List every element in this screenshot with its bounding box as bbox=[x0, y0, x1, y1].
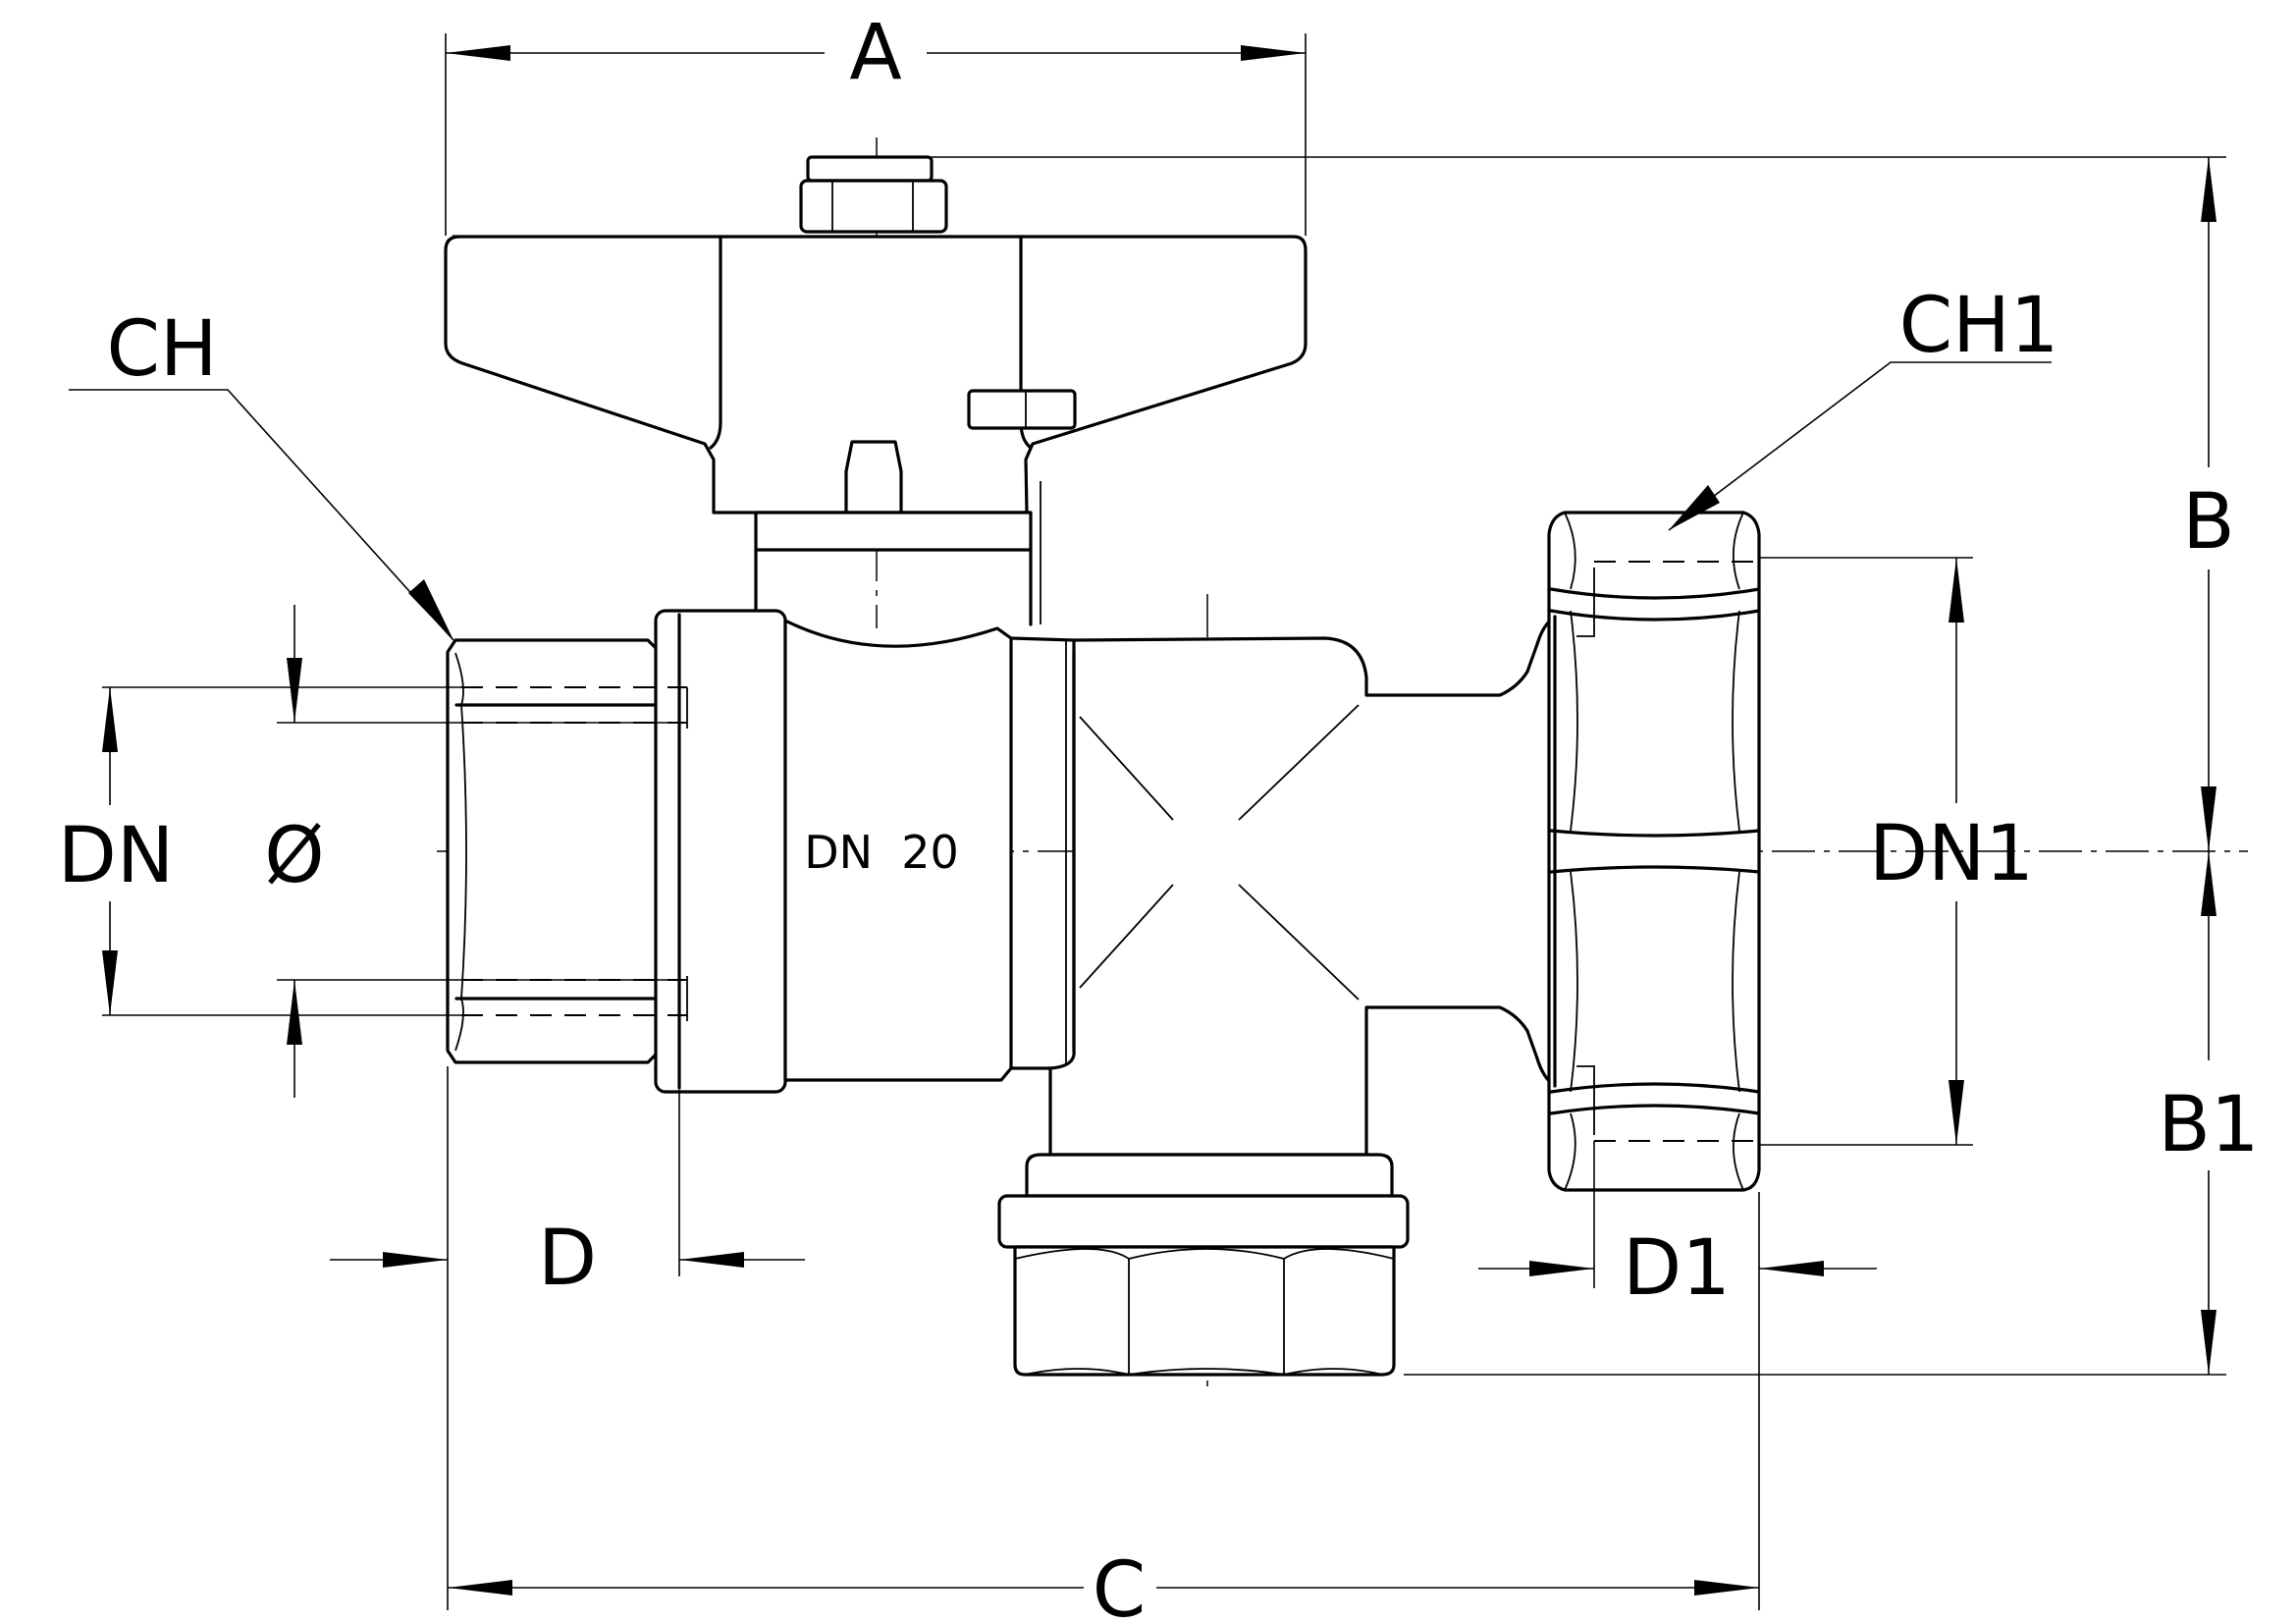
label-ch: CH bbox=[106, 305, 217, 394]
butterfly-handle bbox=[444, 155, 1308, 626]
tee-piece bbox=[1048, 615, 1557, 1157]
label-d: D bbox=[538, 1215, 597, 1303]
dimension-lines bbox=[69, 33, 2226, 1610]
dimension-labels: A B B1 C CH CH1 D D1 DN DN1 Ø DN 20 bbox=[58, 9, 2260, 1624]
label-b1: B1 bbox=[2158, 1081, 2259, 1169]
label-dn1: DN1 bbox=[1869, 810, 2034, 898]
label-diameter: Ø bbox=[264, 812, 324, 900]
label-dn: DN bbox=[58, 812, 174, 900]
label-a: A bbox=[849, 9, 901, 97]
label-b: B bbox=[2182, 478, 2235, 567]
label-ch1: CH1 bbox=[1899, 282, 2059, 370]
label-d1: D1 bbox=[1623, 1224, 1731, 1313]
bottom-outlet bbox=[997, 1153, 1410, 1377]
valve-body bbox=[446, 609, 1088, 1094]
body-marking: DN 20 bbox=[804, 826, 959, 879]
union-nut bbox=[1547, 511, 1761, 1192]
label-c: C bbox=[1093, 1546, 1146, 1624]
